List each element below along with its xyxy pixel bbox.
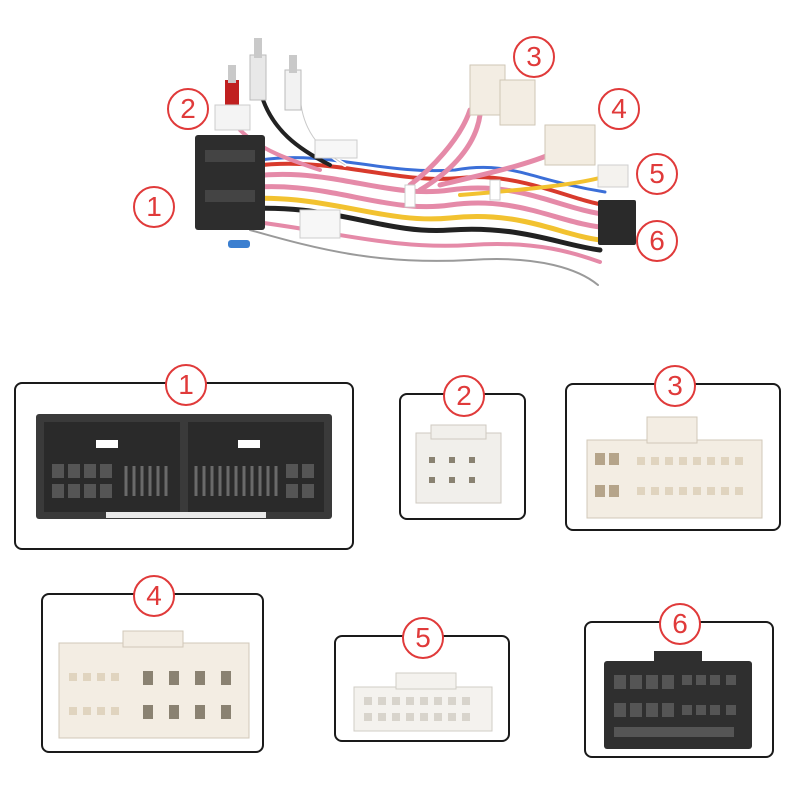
harness-tags (299, 139, 501, 239)
connector-panel-1: 1 (14, 364, 354, 550)
harness-callout-4: 4 (598, 88, 640, 130)
connector-1-image (36, 414, 332, 519)
harness-connector-4 (544, 124, 596, 166)
connector-3-image (586, 416, 763, 519)
connector-panel-2: 2 (399, 375, 526, 520)
panel-badge-1: 1 (165, 364, 207, 406)
harness-callout-1: 1 (133, 186, 175, 228)
harness-connector-3 (469, 64, 536, 126)
harness-connector-5 (597, 164, 629, 188)
connector-4-image (58, 630, 250, 739)
connector-2-image (415, 424, 502, 504)
harness-callout-5: 5 (636, 153, 678, 195)
harness-connector-1 (195, 135, 265, 230)
harness-callout-6: 6 (636, 220, 678, 262)
wire-harness-illustration (195, 38, 636, 286)
connector-panel-5: 5 (334, 617, 510, 742)
panel-badge-5: 5 (402, 617, 444, 659)
panel-badge-2: 2 (443, 375, 485, 417)
harness-rca-plugs (214, 38, 302, 131)
harness-connector-6 (598, 200, 636, 245)
connector-panel-3: 3 (565, 365, 781, 531)
connector-5-image (353, 672, 493, 732)
panel-badge-3: 3 (654, 365, 696, 407)
panel-badge-4: 4 (133, 575, 175, 617)
blue-terminal (228, 240, 250, 248)
connector-panel-6: 6 (584, 603, 774, 758)
connector-panel-4: 4 (41, 575, 264, 753)
harness-callout-2: 2 (167, 88, 209, 130)
panel-badge-6: 6 (659, 603, 701, 645)
connector-6-image (604, 651, 752, 749)
harness-callout-3: 3 (513, 36, 555, 78)
wire-bundle (227, 88, 613, 286)
